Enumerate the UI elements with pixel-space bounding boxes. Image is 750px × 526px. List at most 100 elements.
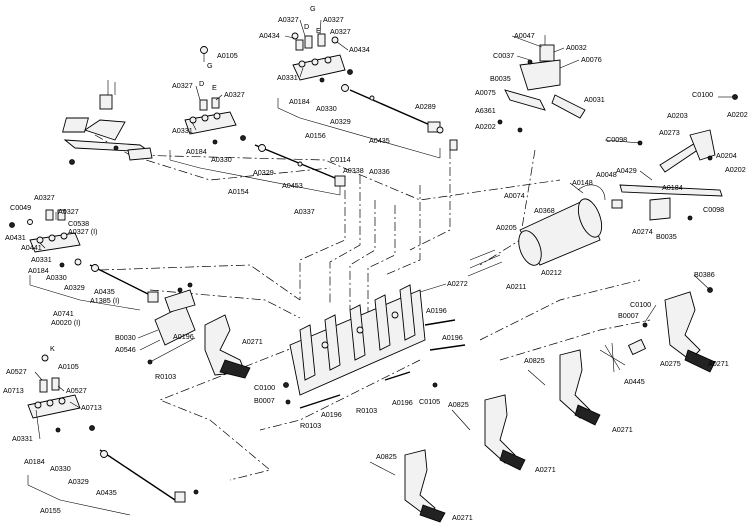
part-label-r0103-c: R0103: [300, 421, 321, 430]
part-labels: A0105 G A0327 D E A0327 A0331 A0184 A033…: [3, 4, 748, 522]
part-label-c0049: C0049: [10, 203, 31, 212]
part-label-k-bot: K: [50, 344, 55, 353]
part-label-a0435-a: A0435: [369, 136, 390, 145]
part-label-d-mid: D: [304, 22, 309, 31]
part-label-a0271-c: A0271: [612, 425, 633, 434]
part-label-c0100-a: C0100: [692, 90, 713, 99]
part-label-r0103-b: R0103: [356, 406, 377, 415]
part-label-a0713-b: A0713: [81, 403, 102, 412]
part-label-a0076: A0076: [581, 55, 602, 64]
part-label-c0100-c: C0100: [630, 300, 651, 309]
part-label-a0527-b: A0527: [66, 386, 87, 395]
part-label-a0337: A0337: [294, 207, 315, 216]
part-label-a0331-b: A0331: [277, 73, 298, 82]
part-label-a0327-g: A0327: [58, 207, 79, 216]
part-label-g-top: G: [207, 61, 213, 70]
part-label-b0007-a: B0007: [254, 396, 275, 405]
part-label-a0196-c: A0196: [442, 333, 463, 342]
left-pedal-assembly: [147, 282, 251, 379]
part-label-a0154: A0154: [228, 187, 249, 196]
part-label-a0205: A0205: [496, 223, 517, 232]
part-label-g-mid: G: [310, 4, 316, 13]
part-label-a0031: A0031: [584, 95, 605, 104]
a0155-linkage-assembly: [27, 354, 199, 516]
part-label-a0202-b: A0202: [727, 110, 748, 119]
part-label-e-top: E: [212, 83, 217, 92]
upper-left-bracket-assembly: [62, 80, 153, 165]
a0156-linkage-assembly: [277, 32, 458, 159]
part-label-a0204: A0204: [716, 151, 737, 160]
part-label-a0148: A0148: [572, 178, 593, 187]
part-label-c0098-a: C0098: [606, 135, 627, 144]
part-label-a0271-d: A0271: [535, 465, 556, 474]
right-pedal-a0271-c: [527, 349, 601, 426]
part-label-a0527-a: A0527: [6, 367, 27, 376]
part-label-a0329-c: A0329: [64, 283, 85, 292]
part-label-a0202-a: A0202: [475, 122, 496, 131]
right-pedal-a0271-e: [369, 449, 446, 523]
part-label-a0434-b: A0434: [349, 45, 370, 54]
part-label-a0327-h: A0327 (I): [68, 227, 98, 236]
part-label-c0114: C0114: [330, 155, 351, 164]
part-label-a0327-d: A0327: [323, 15, 344, 24]
part-label-a0196-e: A0196: [392, 398, 413, 407]
part-label-a0184-b: A0184: [289, 97, 310, 106]
part-label-a0271-a: A0271: [242, 337, 263, 346]
right-pedal-a0275: [599, 287, 716, 373]
part-label-a0327-c: A0327: [278, 15, 299, 24]
part-label-a0048: A0048: [596, 170, 617, 179]
part-label-a0329-d: A0329: [68, 477, 89, 486]
part-label-a0435-c: A0435: [96, 488, 117, 497]
part-label-a0327-f: A0327: [34, 193, 55, 202]
part-label-a0434-a: A0434: [259, 31, 280, 40]
part-label-c0037: C0037: [493, 51, 514, 60]
part-label-a0331-a: A0331: [172, 126, 193, 135]
part-label-a0105-top: A0105: [217, 51, 238, 60]
part-label-a0741: A0741: [53, 309, 74, 318]
part-label-a0202-c: A0202: [725, 165, 746, 174]
part-label-e-mid: E: [316, 26, 321, 35]
part-label-a0431: A0431: [5, 233, 26, 242]
part-label-a0327-a: A0327: [172, 81, 193, 90]
leader-lines: [34, 19, 733, 440]
part-label-c0098-b: C0098: [703, 205, 724, 214]
part-label-b0035-a: B0035: [490, 74, 511, 83]
part-label-a0331-c: A0331: [31, 255, 52, 264]
part-label-a0327-b: A0327: [224, 90, 245, 99]
upper-right-bracket-assembly: [497, 35, 586, 133]
part-label-a0435-b: A0435: [94, 287, 115, 296]
part-label-d-top: D: [199, 79, 204, 88]
part-label-a0155: A0155: [40, 506, 61, 515]
part-label-a0546: A0546: [115, 345, 136, 354]
part-label-a0184-e: A0184: [24, 457, 45, 466]
part-label-r0103-a: R0103: [155, 372, 176, 381]
part-label-a0453: A0453: [282, 181, 303, 190]
part-label-a0338: A0338: [343, 166, 364, 175]
part-label-a0184-d: A0184: [28, 266, 49, 275]
part-label-a0327-e: A0327: [330, 27, 351, 36]
part-label-a0330-b: A0330: [316, 104, 337, 113]
part-label-a0074: A0074: [504, 191, 525, 200]
part-label-a0271-b: A0271: [708, 359, 729, 368]
part-label-a0330-a: A0330: [211, 155, 232, 164]
part-label-a0203: A0203: [667, 111, 688, 120]
part-label-a0032: A0032: [566, 43, 587, 52]
part-label-a0184-a: A0184: [186, 147, 207, 156]
part-label-b0030: B0030: [115, 333, 136, 342]
part-label-a0020: A0020 (I): [51, 318, 81, 327]
part-label-a0330-d: A0330: [50, 464, 71, 473]
part-label-a0271-e: A0271: [452, 513, 473, 522]
motor-assembly: [467, 184, 623, 277]
part-label-a0825-a: A0825: [524, 356, 545, 365]
part-label-a0329-b: A0329: [330, 117, 351, 126]
part-label-a0329-a: A0329: [253, 168, 274, 177]
part-label-a0275: A0275: [660, 359, 681, 368]
part-label-b0007-b: B0007: [618, 311, 639, 320]
part-label-a0105-bot: A0105: [58, 362, 79, 371]
part-label-a0273: A0273: [659, 128, 680, 137]
part-label-a0429: A0429: [616, 166, 637, 175]
part-label-c0538: C0538: [68, 219, 89, 228]
a0741-linkage-assembly: [9, 209, 159, 311]
part-label-b0035-b: B0035: [656, 232, 677, 241]
part-label-a0274: A0274: [632, 227, 653, 236]
